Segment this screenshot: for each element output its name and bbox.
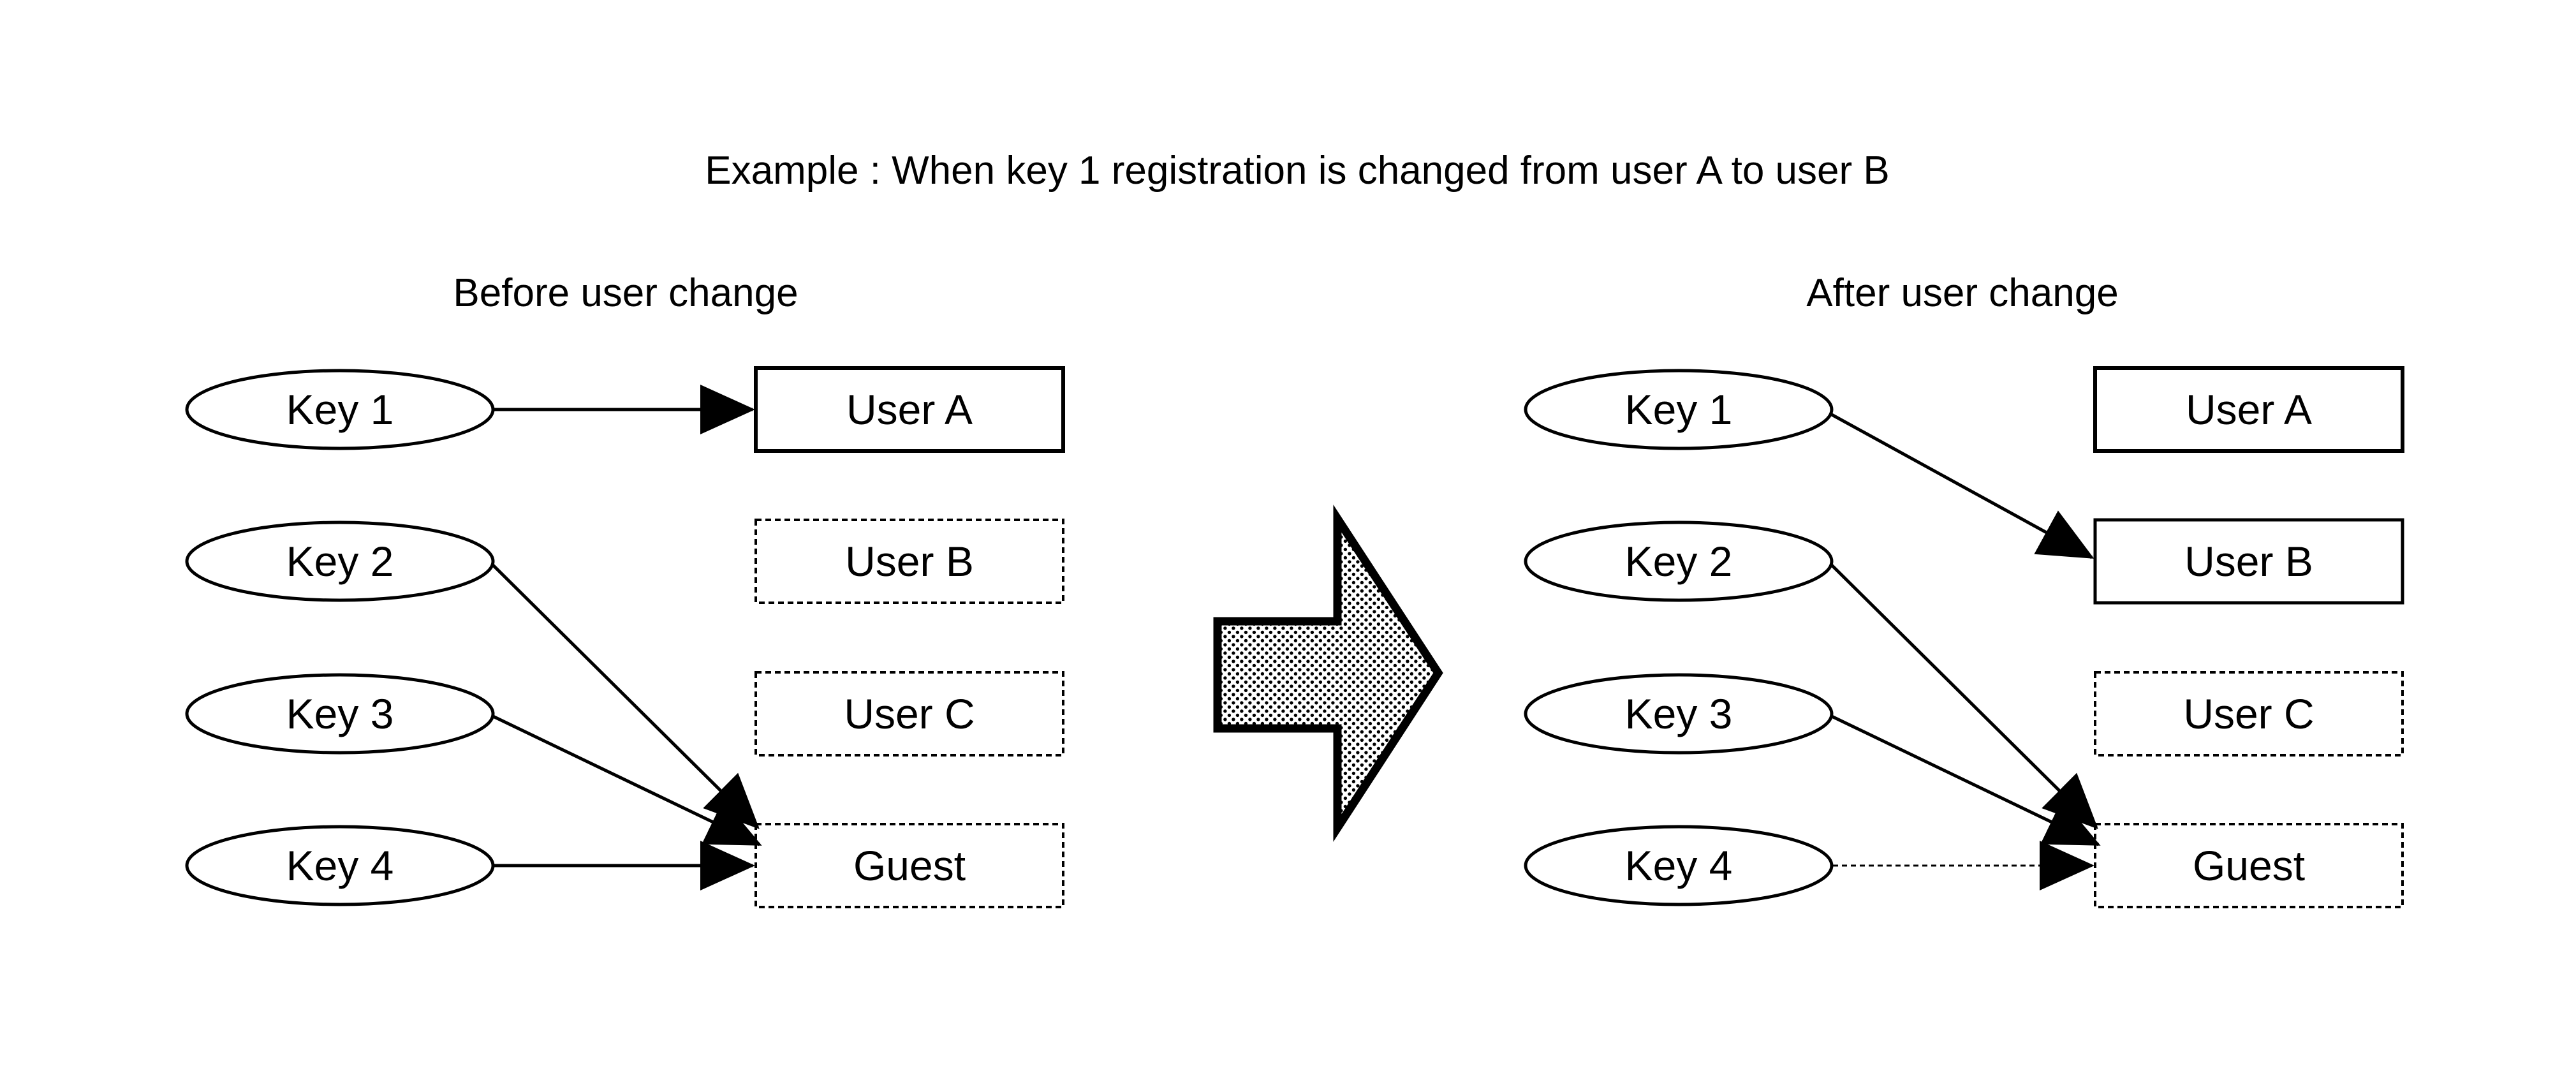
- key4-ellipse: [1524, 825, 1834, 906]
- key2-label: Key 2: [286, 538, 394, 585]
- edge-key3-to-guest-before: [490, 714, 762, 846]
- panel-before-header: Before user change: [453, 271, 798, 315]
- edge-key2-to-guest-after: [1829, 563, 2098, 829]
- transition-arrow: [1213, 505, 1443, 842]
- node-userb-before: User B: [754, 519, 1064, 604]
- panel-after-header: After user change: [1806, 271, 2118, 315]
- node-key3-after: Key 3: [1524, 673, 1834, 755]
- guest-box: [754, 823, 1064, 908]
- userc-box: [754, 671, 1064, 757]
- key1-ellipse: [185, 369, 495, 450]
- node-key4-after: Key 4: [1524, 825, 1834, 906]
- edge-key3-to-guest-after: [1829, 714, 2101, 846]
- edge-key1-to-userb-after: [1830, 413, 2094, 559]
- usera-label: User A: [846, 386, 973, 433]
- key1-ellipse: [1524, 369, 1834, 450]
- usera-label: User A: [2186, 386, 2312, 433]
- userb-box: [2093, 518, 2404, 605]
- edge-key2-to-guest-before: [490, 563, 760, 829]
- userc-box: [2094, 671, 2404, 757]
- right-arrow-icon: [1213, 505, 1443, 842]
- userc-label: User C: [2183, 690, 2314, 737]
- userb-label: User B: [2184, 538, 2313, 585]
- node-key1-after: Key 1: [1524, 369, 1834, 450]
- guest-label: Guest: [2193, 842, 2305, 889]
- key2-ellipse: [1524, 520, 1834, 602]
- node-userb-after: User B: [2093, 518, 2404, 605]
- node-key2-before: Key 2: [185, 520, 495, 602]
- key3-label: Key 3: [1625, 690, 1733, 737]
- key2-ellipse: [185, 520, 495, 602]
- node-key3-before: Key 3: [185, 673, 495, 755]
- guest-label: Guest: [853, 842, 966, 889]
- usera-box: [2093, 366, 2404, 453]
- key1-label: Key 1: [1625, 386, 1733, 433]
- key4-label: Key 4: [286, 842, 394, 889]
- node-userc-after: User C: [2094, 671, 2404, 757]
- userb-box: [754, 519, 1064, 604]
- userc-label: User C: [844, 690, 975, 737]
- diagram-title: Example : When key 1 registration is cha…: [705, 149, 1889, 193]
- node-guest-after: Guest: [2094, 823, 2404, 908]
- key3-ellipse: [185, 673, 495, 755]
- node-usera-before: User A: [754, 366, 1065, 453]
- key1-label: Key 1: [286, 386, 394, 433]
- guest-box: [2094, 823, 2404, 908]
- key2-label: Key 2: [1625, 538, 1733, 585]
- usera-box: [754, 366, 1065, 453]
- node-usera-after: User A: [2093, 366, 2404, 453]
- panel-before: Before user change Key 1 Key 2 Key 3 Key…: [185, 271, 1065, 908]
- node-key4-before: Key 4: [185, 825, 495, 906]
- key3-ellipse: [1524, 673, 1834, 755]
- node-key1-before: Key 1: [185, 369, 495, 450]
- userb-label: User B: [845, 538, 974, 585]
- panel-after: After user change Key 1 Key 2 Key 3 Key …: [1524, 271, 2404, 908]
- key3-label: Key 3: [286, 690, 394, 737]
- node-guest-before: Guest: [754, 823, 1064, 908]
- key4-ellipse: [185, 825, 495, 906]
- node-userc-before: User C: [754, 671, 1064, 757]
- key4-label: Key 4: [1625, 842, 1733, 889]
- node-key2-after: Key 2: [1524, 520, 1834, 602]
